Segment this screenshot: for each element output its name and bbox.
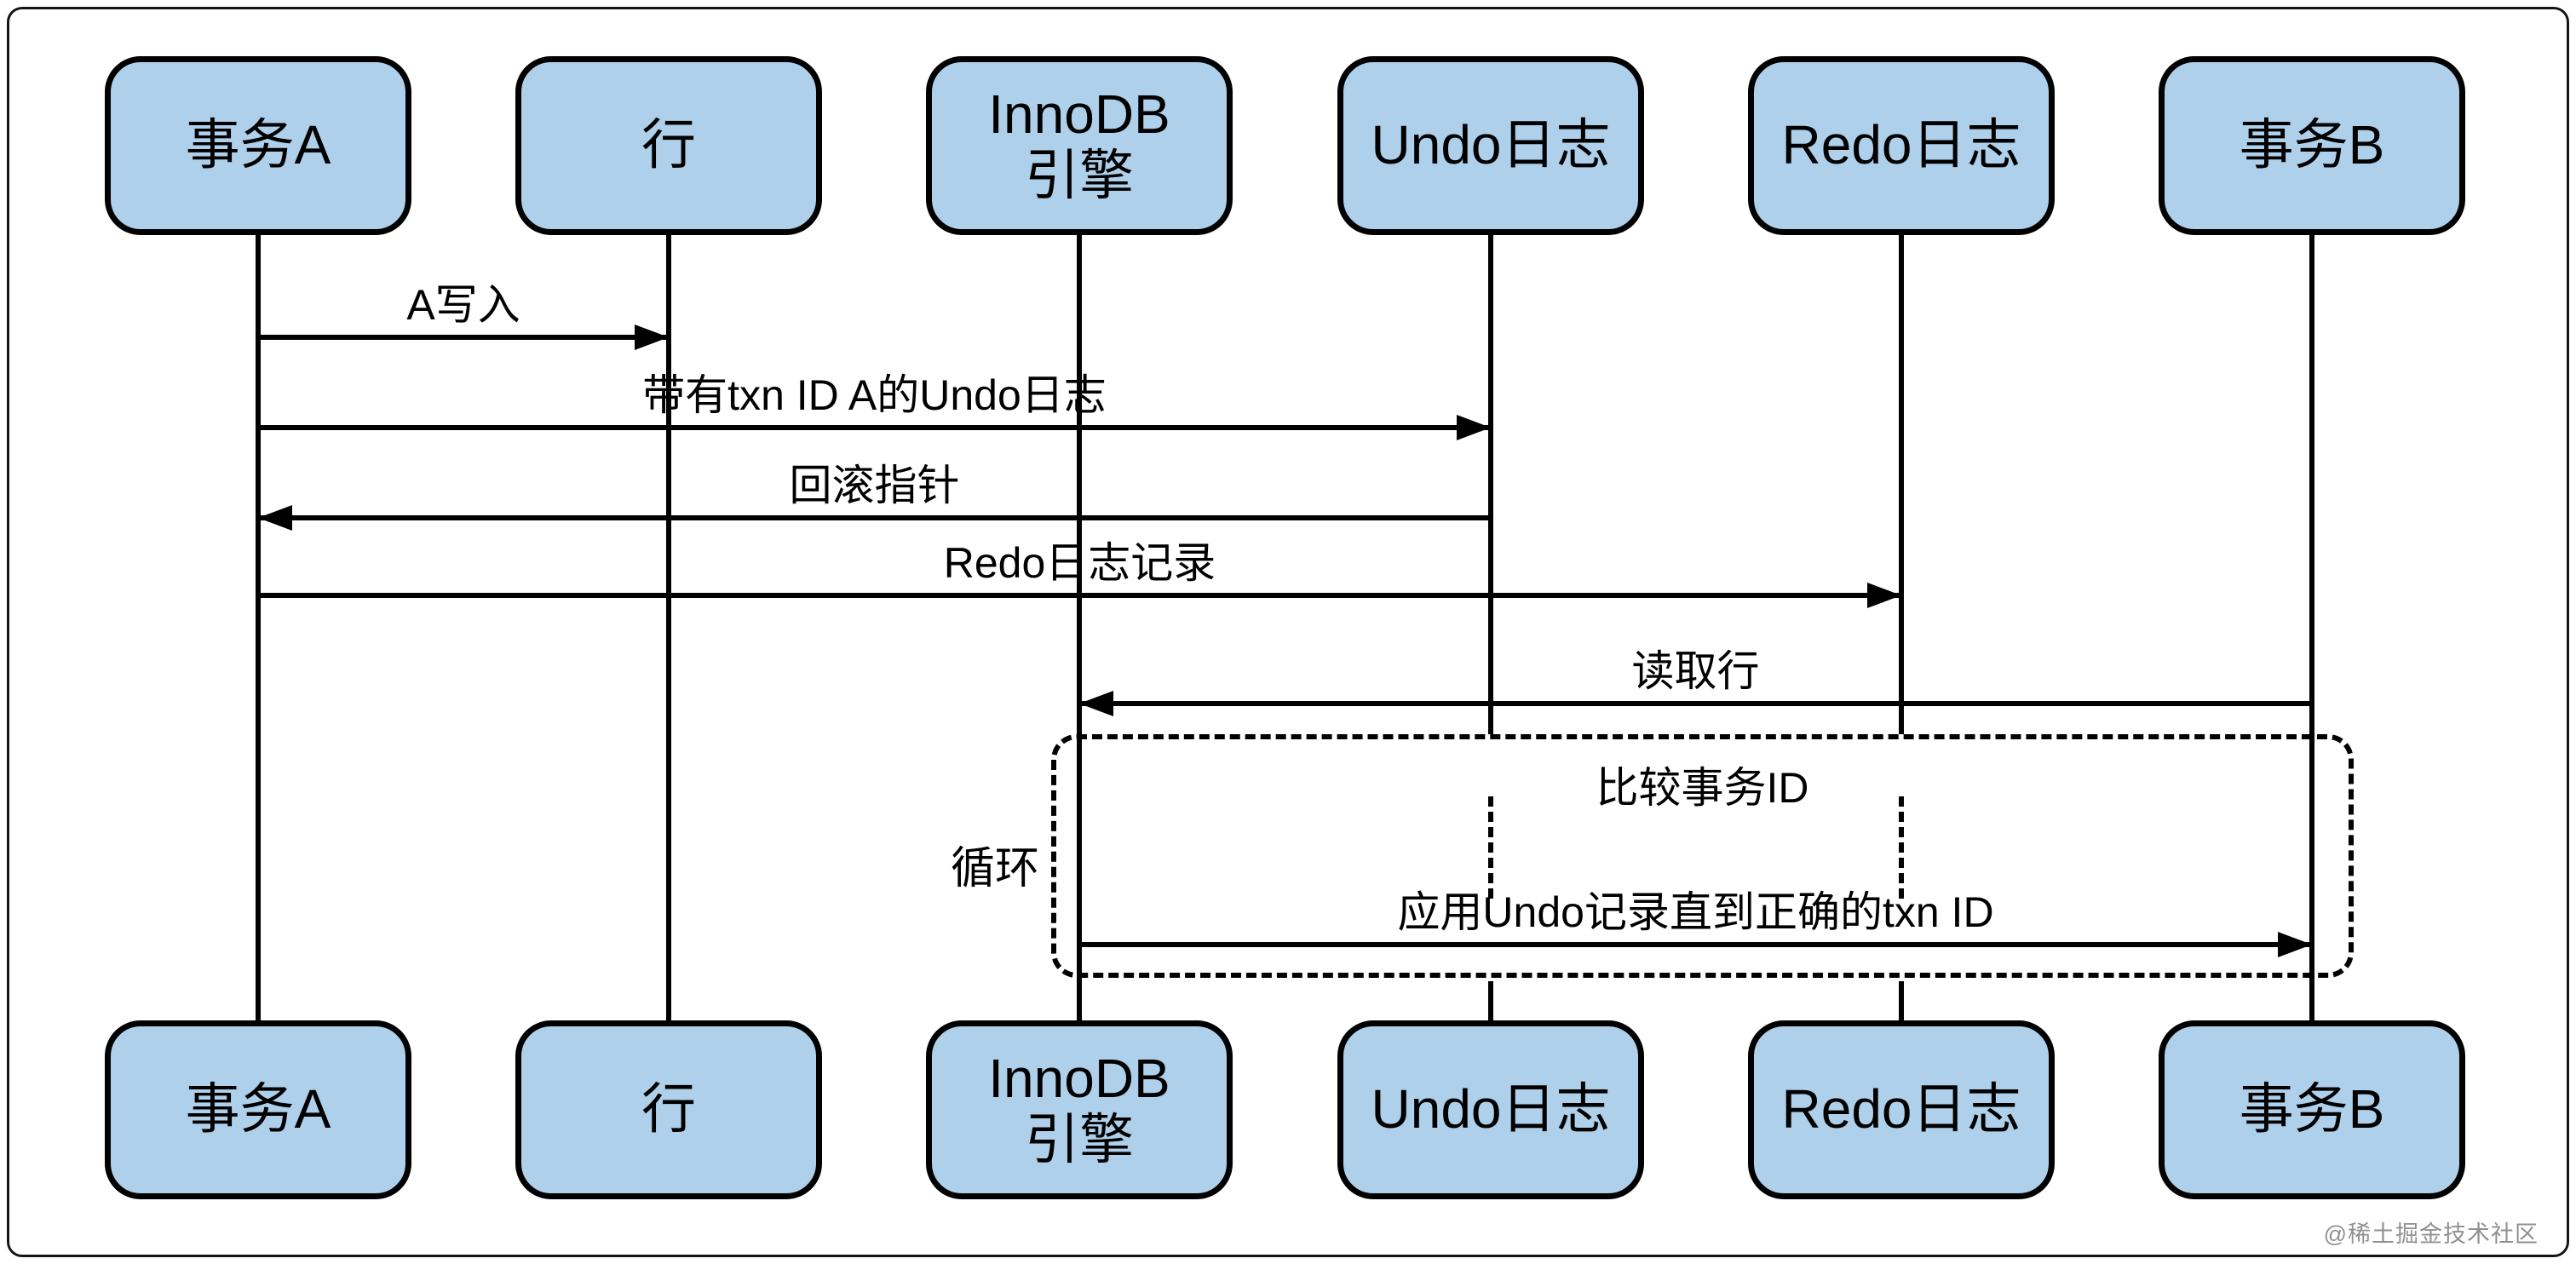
lifeline-transaction-a (256, 233, 261, 1022)
actor-box-transaction-b-bottom: 事务B (2159, 1020, 2465, 1199)
message-label: 应用Undo记录直到正确的txn ID (1397, 888, 1994, 936)
arrowhead-right-icon (2278, 932, 2312, 957)
actor-box-transaction-b-top: 事务B (2159, 56, 2465, 235)
message-line (1079, 701, 2312, 706)
message-line (1079, 942, 2312, 947)
actor-box-row-top: 行 (515, 56, 822, 235)
arrowhead-right-icon (635, 325, 669, 350)
arrowhead-right-icon (1457, 415, 1491, 440)
message-label: 读取行 (1631, 647, 1760, 695)
actor-box-undo-log-bottom: Undo日志 (1337, 1020, 1644, 1199)
lifeline-redo-log-lower (1899, 981, 1904, 1020)
lifeline-redo-log-dashed (1899, 796, 1904, 899)
loop-step-compare-txn-id: 比较事务ID (1596, 764, 1809, 812)
message-line (258, 335, 669, 340)
arrowhead-left-icon (258, 505, 292, 531)
actor-box-undo-log-top: Undo日志 (1337, 56, 1644, 235)
lifeline-undo-log-dashed (1488, 796, 1493, 899)
actor-box-innodb-top: InnoDB 引擎 (926, 56, 1233, 235)
lifeline-row (666, 233, 671, 1022)
loop-frame (1051, 734, 2354, 978)
arrowhead-left-icon (1079, 691, 1113, 716)
actor-box-transaction-a-bottom: 事务A (105, 1020, 411, 1199)
actor-box-redo-log-bottom: Redo日志 (1748, 1020, 2055, 1199)
lifeline-redo-log-upper (1899, 233, 1904, 734)
lifeline-undo-log-lower (1488, 981, 1493, 1020)
watermark: @稀土掘金技术社区 (2323, 1221, 2539, 1247)
lifeline-innodb (1077, 233, 1082, 1022)
message-line (258, 515, 1491, 520)
lifeline-transaction-b (2309, 233, 2314, 1022)
message-label: 回滚指针 (789, 462, 960, 509)
message-label: Redo日志记录 (943, 539, 1216, 587)
loop-label: 循环 (950, 844, 1039, 893)
actor-box-redo-log-top: Redo日志 (1748, 56, 2055, 235)
actor-box-innodb-bottom: InnoDB 引擎 (926, 1020, 1233, 1199)
message-line (258, 593, 1901, 598)
actor-box-transaction-a-top: 事务A (105, 56, 411, 235)
arrowhead-right-icon (1867, 583, 1901, 608)
message-line (258, 425, 1491, 430)
message-label: A写入 (406, 281, 520, 329)
message-label: 带有txn ID A的Undo日志 (642, 371, 1107, 419)
actor-box-row-bottom: 行 (515, 1020, 822, 1199)
lifeline-undo-log-upper (1488, 233, 1493, 734)
